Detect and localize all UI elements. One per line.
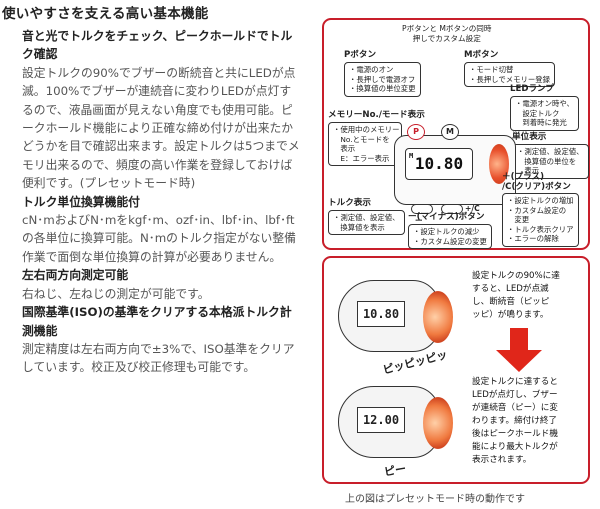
feature-list: 音と光でトルクをチェック、ピークホールドでトルク確認 設定トルクの90%でブザー… [22,27,300,377]
step2-line: 能により最大トルクが [472,442,558,452]
feature-heading: 国際基準(ISO)の基準をクリアする本格派トルク計測機能 [22,305,292,338]
operation-panel: 10.80 ピッピッピッ 設定トルクの90%に達 すると、LEDが点滅 し、断続… [322,256,590,484]
step2-line: 後はピークホールド機 [472,429,558,439]
plus-button-title: ＋(プラス) /C(クリア)ボタン [502,172,571,192]
m-button-title: Mボタン [464,50,499,60]
screen-value: 10.80 [414,154,464,173]
feature-body: 右ねじ、左ねじの測定が可能です。 [22,286,210,301]
desc-line: 表示 [333,144,356,154]
diagram-caption: 上の図はプレセットモード時の動作です [345,494,525,505]
step2-line: が連続音（ピー）に変 [472,403,558,413]
step2-line: 設定トルクに達すると [472,377,558,387]
led-lamp-callout: LEDランプ ・電源オン時や、 設定トルク 到着時に発光 [510,84,579,131]
minus-button[interactable] [411,204,433,214]
step2-screen: 12.00 [357,407,405,433]
desc-line: ・カスタム設定の変更 [413,236,487,246]
led-blinking [423,291,453,343]
led-lamp-title: LEDランプ [510,84,555,94]
memory-display-title: メモリーNo./モード表示 [328,110,425,120]
p-button-title: Pボタン [344,50,377,60]
desc-line: ・測定値、設定値、 [517,147,584,156]
torque-display-desc-box: ・測定値、設定値、 換算値を表示 [328,210,405,236]
desc-line: 変更 [507,215,530,225]
minus-button-title: ー(マイナス)ボタン [408,212,485,222]
p-button-callout: Pボタン ・電源のオン ・長押しで電源オフ ・換算値の単位変更 [344,50,421,97]
step1-screen: 10.80 [357,301,405,327]
lcd-screen: M 10.80 [405,148,473,180]
plus-button-desc-box: ・設定トルクの増加 ・カスタム設定の 変更 ・トルク表示クリア ・エラーの解除 [502,193,579,247]
feature-heading: トルク単位換算機能付 [22,194,140,209]
desc-line: ・設定トルクの増加 [507,196,574,205]
m-button-callout: Mボタン ・モード切替 ・長押しでメモリー登録 [464,50,556,88]
step2-description: 設定トルクに達すると LEDが点灯し、ブザー が連続音（ピー）に変 わります。締… [472,376,558,467]
minus-button-callout: ー(マイナス)ボタン ・設定トルクの減少 ・カスタム設定の変更 [408,212,492,250]
step1-line: すると、LEDが点滅 [472,284,549,294]
desc-line: 表示 [517,166,540,176]
memory-display-desc-box: ・使用中のメモリー No.とモードを 表示 E：エラー表示 [328,122,402,167]
torque-display-title: トルク表示 [328,198,371,208]
unit-display-desc-box: ・測定値、設定値、 換算値の単位を 表示 [512,144,589,179]
desc-line: ・カスタム設定の [507,205,567,215]
desc-line: ・測定値、設定値、 [333,213,400,222]
torque-wrench-head: M 10.80 P M +/C ー [394,124,516,225]
down-arrow-head [496,350,542,372]
desc-line: E：エラー表示 [333,153,390,163]
feature-heading: 音と光でトルクをチェック、ピークホールドでトルク確認 [22,29,293,62]
unit-display-title: 単位表示 [512,132,547,142]
screen-memory-indicator: M [409,152,414,160]
combo-note: Pボタンと Mボタンの同時 押しでカスタム設定 [402,24,492,43]
desc-line: ・電源のオン [349,65,394,74]
p-button-desc-box: ・電源のオン ・長押しで電源オフ ・換算値の単位変更 [344,62,421,97]
beep-sound-2: ピー [383,462,408,479]
memory-display-callout: メモリーNo./モード表示 ・使用中のメモリー No.とモードを 表示 E：エラ… [328,110,425,167]
wrench-head-step2: 12.00 [338,386,453,458]
p-button[interactable]: P [407,124,425,140]
minus-button-desc-box: ・設定トルクの減少 ・カスタム設定の変更 [408,224,492,250]
desc-line: ・換算値の単位変更 [349,84,416,94]
desc-line: ・トルク表示クリア [507,224,574,234]
step2-line: わります。締付け終了 [472,416,558,426]
step2-line: 表示されます。 [472,455,532,465]
led-lamp-desc-box: ・電源オン時や、 設定トルク 到着時に発光 [510,96,579,131]
unit-display-callout: 単位表示 ・測定値、設定値、 換算値の単位を 表示 [512,132,589,179]
plus-clear-button[interactable] [441,204,463,214]
plus-button-callout: ＋(プラス) /C(クリア)ボタン ・設定トルクの増加 ・カスタム設定の 変更 … [502,172,579,247]
minus-glyph: ー [415,216,423,225]
page-title: 使いやすさを支える高い基本機能 [2,6,209,22]
feature-body: cN･mおよびN･mをkgf･m、ozf･in、lbf･in、lbf･ftの各単… [22,213,296,264]
feature-body: 設定トルクの90%でブザーの断続音と共にLEDが点滅。100%でブザーが連続音に… [22,65,300,191]
desc-line: 設定トルク [515,108,560,118]
desc-line: ・設定トルクの減少 [413,227,480,236]
led-lamp [489,144,509,184]
desc-line: ・使用中のメモリー [333,125,400,134]
step1-line: 設定トルクの90%に達 [472,271,560,281]
step1-line: ッピ）が鳴ります。 [472,310,549,320]
m-button-desc-box: ・モード切替 ・長押しでメモリー登録 [464,62,556,88]
desc-line: ・電源オン時や、 [515,99,574,108]
step1-line: し、断続音（ピッピ [472,297,550,307]
desc-line: ・モード切替 [469,65,514,74]
m-button[interactable]: M [441,124,459,140]
desc-line: No.とモードを [333,134,390,144]
torque-display-callout: トルク表示 ・測定値、設定値、 換算値を表示 [328,198,405,236]
desc-line: 到着時に発光 [515,118,567,128]
function-diagram-panel: Pボタンと Mボタンの同時 押しでカスタム設定 Pボタン ・電源のオン ・長押し… [322,18,590,250]
step1-description: 設定トルクの90%に達 すると、LEDが点滅 し、断続音（ピッピ ッピ）が鳴りま… [472,270,560,322]
plus-clear-glyph: +/C [465,204,480,213]
desc-line: 換算値の単位を [517,156,577,166]
wrench-head-step1: 10.80 [338,280,453,352]
feature-body: 測定精度は左右両方向で±3%で、ISO基準をクリアしています。校正及び校正修理も… [22,341,295,375]
desc-line: 換算値を表示 [333,222,385,232]
led-solid [423,397,453,449]
desc-line: ・長押しでメモリー登録 [469,74,551,84]
desc-line: ・エラーの解除 [507,234,559,244]
feature-heading: 左右両方向測定可能 [22,268,129,283]
desc-line: ・長押しで電源オフ [349,74,416,84]
step2-line: LEDが点灯し、ブザー [472,390,558,400]
